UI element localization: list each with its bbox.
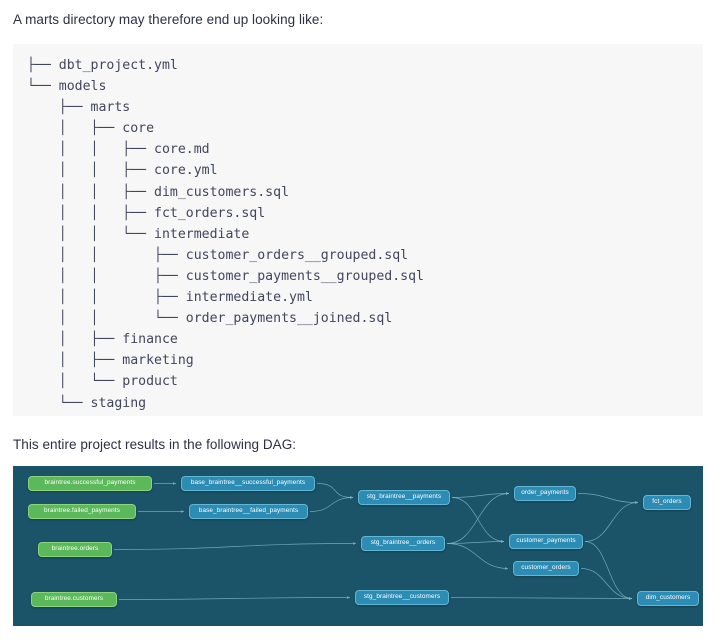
- dag-node-fct-orders[interactable]: fct_orders: [643, 495, 691, 510]
- dag-node-customer-orders[interactable]: customer_orders: [513, 561, 579, 576]
- dag-edge: [113, 542, 357, 550]
- dag-node-braintree-customers[interactable]: braintree.customers: [31, 592, 117, 607]
- dag-node-base-braintree--successful-payments[interactable]: base_braintree__successful_payments: [181, 476, 315, 491]
- dag-edge-layer: [113, 482, 639, 600]
- dag-edge: [451, 492, 510, 498]
- dag-edge: [316, 483, 354, 499]
- dag-edge: [451, 497, 505, 543]
- dag-node-braintree-failed-payments[interactable]: braintree.failed_payments: [28, 504, 136, 519]
- dag-edge: [446, 543, 509, 570]
- dag-edge: [577, 493, 639, 504]
- dag-node-braintree-orders[interactable]: braintree.orders: [38, 542, 112, 557]
- dag-edge: [450, 597, 633, 600]
- dag-diagram[interactable]: braintree.successful_payments braintree.f…: [13, 466, 703, 626]
- dag-edge: [446, 492, 510, 544]
- dag-edge: [584, 541, 633, 600]
- directory-tree-text: ├── dbt_project.yml └── models ├── marts…: [27, 58, 424, 411]
- dag-edge: [580, 568, 633, 600]
- dag-node-stg-braintree--customers[interactable]: stg_braintree__customers: [355, 590, 449, 605]
- dag-node-braintree-successful-payments[interactable]: braintree.successful_payments: [28, 476, 152, 491]
- dag-node-stg-braintree--payments[interactable]: stg_braintree__payments: [358, 490, 450, 505]
- intro-paragraph-marts: A marts directory may therefore end up l…: [13, 12, 324, 27]
- dag-node-dim-customers[interactable]: dim_customers: [637, 591, 699, 606]
- dag-node-base-braintree--failed-payments[interactable]: base_braintree__failed_payments: [189, 504, 308, 519]
- dag-node-customer-payments[interactable]: customer_payments: [509, 534, 583, 549]
- intro-paragraph-dag: This entire project results in the follo…: [13, 437, 297, 452]
- dag-node-order-payments[interactable]: order_payments: [514, 486, 576, 501]
- dag-edge: [309, 496, 354, 512]
- dag-node-stg-braintree--orders[interactable]: stg_braintree__orders: [361, 536, 445, 551]
- dag-edge: [584, 501, 639, 542]
- directory-tree-code-block: ├── dbt_project.yml └── models ├── marts…: [13, 44, 703, 416]
- dag-edge: [446, 540, 505, 544]
- dag-edge: [118, 596, 351, 600]
